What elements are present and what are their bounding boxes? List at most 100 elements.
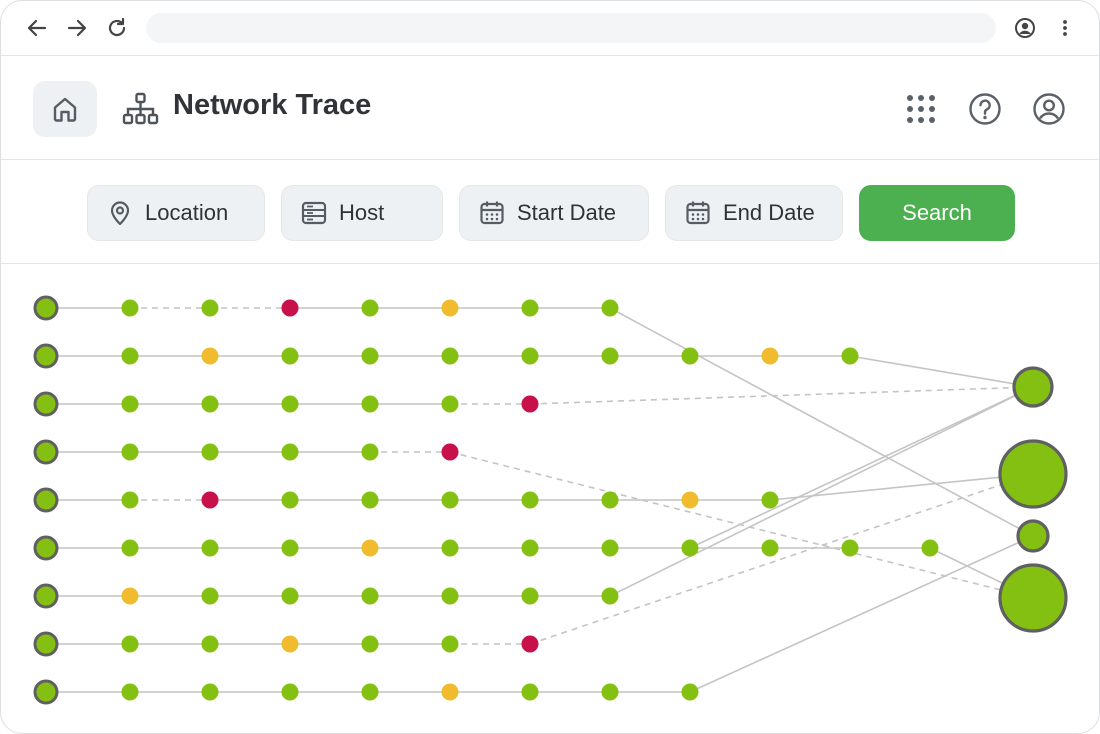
trace-node[interactable] xyxy=(121,347,139,365)
trace-node[interactable] xyxy=(121,299,139,317)
trace-node[interactable] xyxy=(121,443,139,461)
trace-node[interactable] xyxy=(521,635,539,653)
address-bar[interactable] xyxy=(146,13,996,43)
source-node[interactable] xyxy=(33,535,59,561)
trace-node[interactable] xyxy=(121,635,139,653)
trace-node[interactable] xyxy=(281,299,299,317)
trace-node[interactable] xyxy=(601,587,619,605)
kebab-menu-icon[interactable] xyxy=(1052,15,1078,41)
trace-node[interactable] xyxy=(361,347,379,365)
trace-node[interactable] xyxy=(601,299,619,317)
network-hierarchy-icon xyxy=(122,92,160,131)
location-filter[interactable]: Location xyxy=(87,185,265,241)
trace-node[interactable] xyxy=(841,539,859,557)
trace-node[interactable] xyxy=(121,683,139,701)
trace-node[interactable] xyxy=(441,395,459,413)
trace-node[interactable] xyxy=(521,491,539,509)
profile-icon[interactable] xyxy=(1012,15,1038,41)
trace-node[interactable] xyxy=(841,347,859,365)
trace-node[interactable] xyxy=(201,299,219,317)
trace-node[interactable] xyxy=(281,347,299,365)
trace-node[interactable] xyxy=(681,683,699,701)
trace-node[interactable] xyxy=(201,683,219,701)
trace-node[interactable] xyxy=(681,347,699,365)
search-button[interactable]: Search xyxy=(859,185,1015,241)
arrow-right-icon[interactable] xyxy=(64,15,90,41)
destination-node[interactable] xyxy=(998,439,1068,509)
trace-node[interactable] xyxy=(601,539,619,557)
source-node[interactable] xyxy=(33,583,59,609)
host-filter[interactable]: Host xyxy=(281,185,443,241)
source-node[interactable] xyxy=(33,391,59,417)
trace-node[interactable] xyxy=(201,395,219,413)
trace-node[interactable] xyxy=(281,443,299,461)
trace-node[interactable] xyxy=(521,347,539,365)
trace-node[interactable] xyxy=(601,491,619,509)
trace-node[interactable] xyxy=(441,539,459,557)
trace-node[interactable] xyxy=(601,347,619,365)
start-date-filter[interactable]: Start Date xyxy=(459,185,649,241)
trace-node[interactable] xyxy=(761,491,779,509)
trace-node[interactable] xyxy=(441,587,459,605)
apps-grid-icon[interactable] xyxy=(903,91,939,127)
trace-node[interactable] xyxy=(441,443,459,461)
trace-node[interactable] xyxy=(521,587,539,605)
trace-node[interactable] xyxy=(681,539,699,557)
trace-node[interactable] xyxy=(521,299,539,317)
trace-node[interactable] xyxy=(361,299,379,317)
trace-node[interactable] xyxy=(601,683,619,701)
trace-node[interactable] xyxy=(761,347,779,365)
trace-node[interactable] xyxy=(121,395,139,413)
end-date-filter[interactable]: End Date xyxy=(665,185,843,241)
trace-node[interactable] xyxy=(441,683,459,701)
home-button[interactable] xyxy=(33,81,97,137)
trace-node[interactable] xyxy=(761,539,779,557)
arrow-left-icon[interactable] xyxy=(24,15,50,41)
trace-node[interactable] xyxy=(361,539,379,557)
trace-node[interactable] xyxy=(121,539,139,557)
trace-node[interactable] xyxy=(281,491,299,509)
trace-node[interactable] xyxy=(121,491,139,509)
trace-node[interactable] xyxy=(361,587,379,605)
account-icon[interactable] xyxy=(1031,91,1067,127)
trace-node[interactable] xyxy=(281,539,299,557)
trace-node[interactable] xyxy=(441,635,459,653)
reload-icon[interactable] xyxy=(104,15,130,41)
trace-node[interactable] xyxy=(201,443,219,461)
trace-node[interactable] xyxy=(201,635,219,653)
trace-node[interactable] xyxy=(521,395,539,413)
trace-node[interactable] xyxy=(201,539,219,557)
source-node[interactable] xyxy=(33,487,59,513)
trace-node[interactable] xyxy=(361,683,379,701)
trace-node[interactable] xyxy=(361,395,379,413)
trace-node[interactable] xyxy=(921,539,939,557)
trace-node[interactable] xyxy=(281,587,299,605)
trace-node[interactable] xyxy=(361,443,379,461)
source-node[interactable] xyxy=(33,679,59,705)
destination-node[interactable] xyxy=(998,563,1068,633)
destination-node[interactable] xyxy=(1012,366,1054,408)
trace-node[interactable] xyxy=(441,491,459,509)
source-node[interactable] xyxy=(33,631,59,657)
trace-node[interactable] xyxy=(281,683,299,701)
trace-node[interactable] xyxy=(361,491,379,509)
source-node[interactable] xyxy=(33,295,59,321)
source-node[interactable] xyxy=(33,343,59,369)
trace-node[interactable] xyxy=(201,587,219,605)
trace-node[interactable] xyxy=(441,347,459,365)
trace-node[interactable] xyxy=(281,635,299,653)
source-node[interactable] xyxy=(33,439,59,465)
trace-node[interactable] xyxy=(361,635,379,653)
trace-node[interactable] xyxy=(201,347,219,365)
destination-node[interactable] xyxy=(1016,519,1050,553)
browser-toolbar xyxy=(1,1,1099,55)
trace-node[interactable] xyxy=(281,395,299,413)
trace-node[interactable] xyxy=(201,491,219,509)
trace-node[interactable] xyxy=(441,299,459,317)
trace-node[interactable] xyxy=(121,587,139,605)
trace-node[interactable] xyxy=(521,539,539,557)
trace-node[interactable] xyxy=(521,683,539,701)
help-icon[interactable] xyxy=(967,91,1003,127)
trace-node[interactable] xyxy=(681,491,699,509)
